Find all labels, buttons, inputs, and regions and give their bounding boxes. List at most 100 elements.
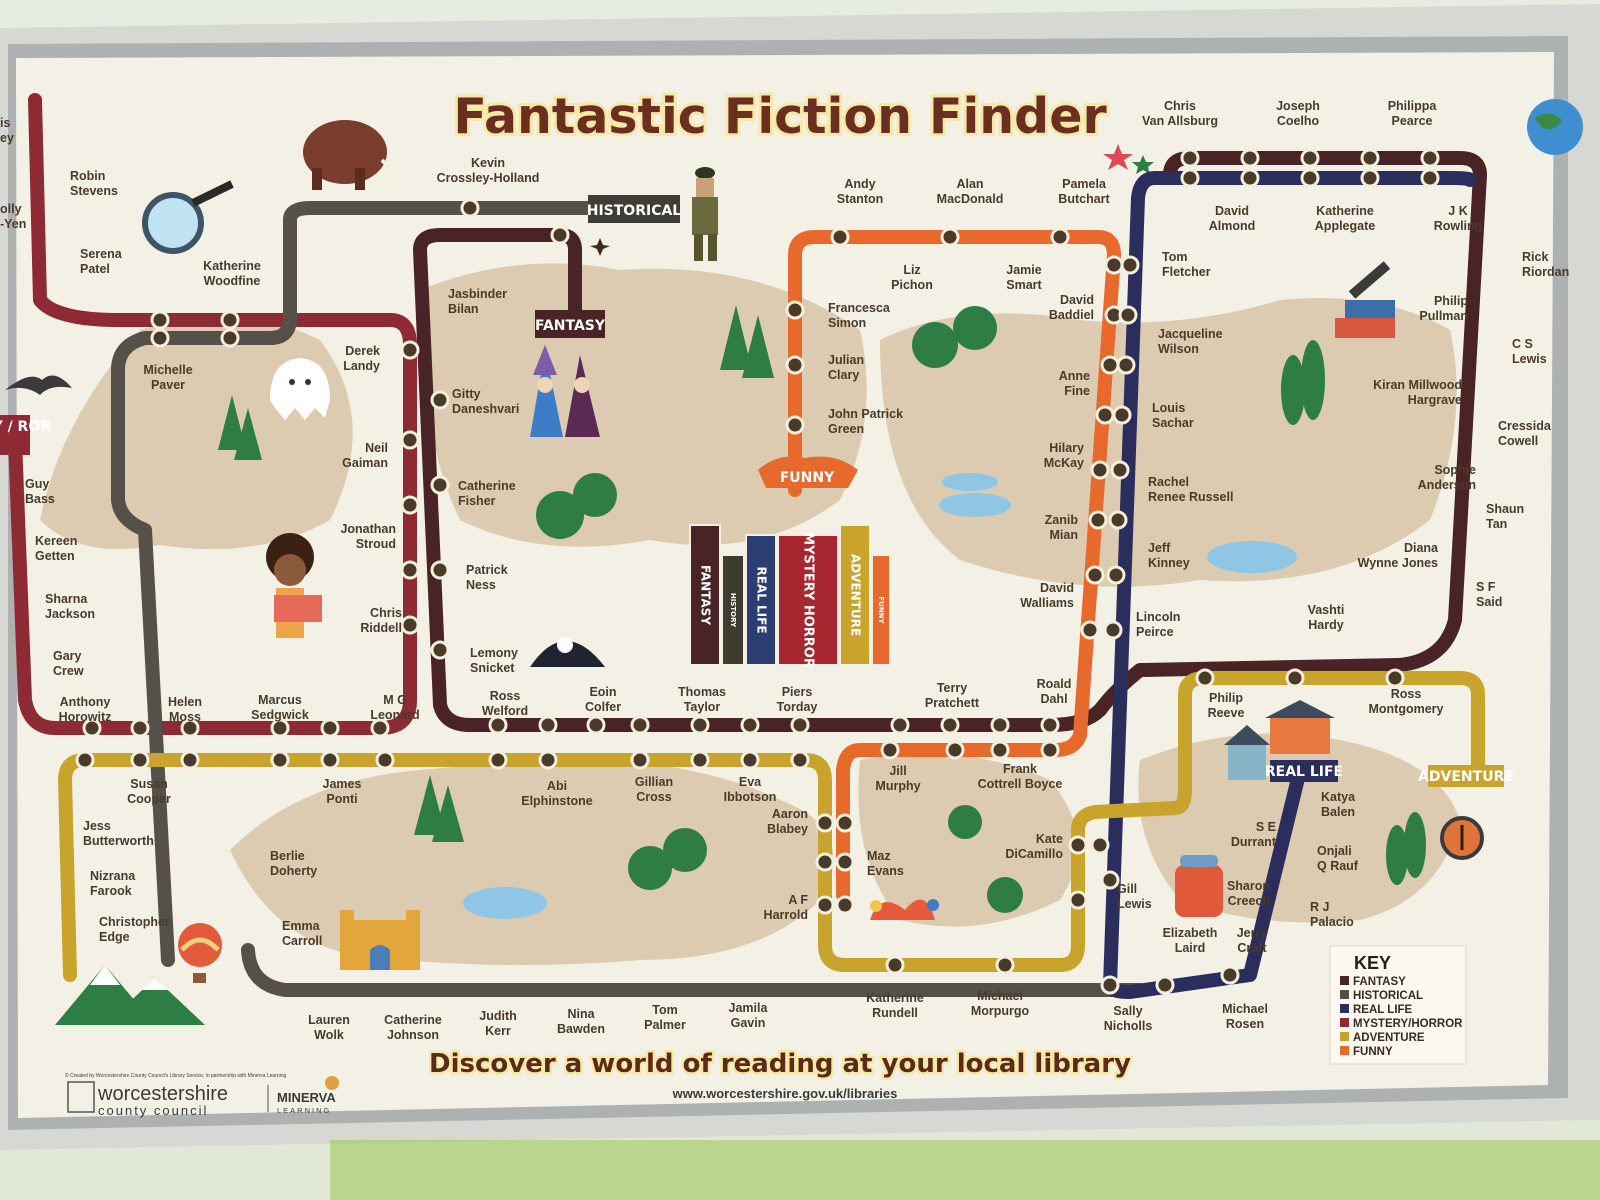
station-marker[interactable] [630,715,650,735]
station-marker[interactable] [82,718,102,738]
station-marker[interactable] [130,750,150,770]
station-marker[interactable] [940,715,960,735]
station-marker[interactable] [690,750,710,770]
line-tag-historical[interactable]: HISTORICAL [587,195,682,223]
station-marker[interactable] [1240,148,1260,168]
station-marker[interactable] [830,227,850,247]
station-marker[interactable] [550,225,570,245]
station-marker[interactable] [1360,148,1380,168]
station-marker[interactable] [790,715,810,735]
station-marker[interactable] [400,430,420,450]
station-marker[interactable] [488,750,508,770]
station-marker[interactable] [1116,355,1136,375]
line-tag-funny[interactable]: FUNNY [758,456,858,489]
station-marker[interactable] [1300,148,1320,168]
station-marker[interactable] [400,560,420,580]
station-marker[interactable] [1285,668,1305,688]
station-marker[interactable] [1118,305,1138,325]
station-marker[interactable] [270,718,290,738]
station-marker[interactable] [460,198,480,218]
station-marker[interactable] [1095,405,1115,425]
station-marker[interactable] [1420,148,1440,168]
station-marker[interactable] [1300,168,1320,188]
station-marker[interactable] [1100,975,1120,995]
station-marker[interactable] [1100,355,1120,375]
station-marker[interactable] [945,740,965,760]
station-marker[interactable] [995,955,1015,975]
station-marker[interactable] [1068,835,1088,855]
station-marker[interactable] [1068,890,1088,910]
station-marker[interactable] [630,750,650,770]
station-marker[interactable] [320,750,340,770]
station-marker[interactable] [890,715,910,735]
website-link[interactable]: www.worcestershire.gov.uk/libraries [672,1086,898,1101]
station-marker[interactable] [1155,975,1175,995]
station-marker[interactable] [1106,565,1126,585]
station-marker[interactable] [370,718,390,738]
station-marker[interactable] [835,852,855,872]
station-marker[interactable] [785,355,805,375]
station-marker[interactable] [1420,168,1440,188]
station-marker[interactable] [940,227,960,247]
station-marker[interactable] [220,310,240,330]
station-marker[interactable] [835,813,855,833]
station-marker[interactable] [880,740,900,760]
station-marker[interactable] [1088,510,1108,530]
station-marker[interactable] [1050,227,1070,247]
station-marker[interactable] [740,750,760,770]
station-marker[interactable] [180,750,200,770]
station-marker[interactable] [586,715,606,735]
station-marker[interactable] [740,715,760,735]
station-marker[interactable] [270,750,290,770]
station-marker[interactable] [1120,255,1140,275]
station-marker[interactable] [400,340,420,360]
line-tag-adventure[interactable]: ADVENTURE [1418,765,1514,787]
station-marker[interactable] [1180,168,1200,188]
station-marker[interactable] [885,955,905,975]
station-marker[interactable] [430,475,450,495]
station-marker[interactable] [1104,255,1124,275]
station-marker[interactable] [220,328,240,348]
station-marker[interactable] [538,750,558,770]
station-marker[interactable] [430,640,450,660]
station-marker[interactable] [400,615,420,635]
station-marker[interactable] [1040,715,1060,735]
line-tag-fantasy[interactable]: FANTASY [535,310,606,338]
station-marker[interactable] [1110,460,1130,480]
station-marker[interactable] [1220,965,1240,985]
station-marker[interactable] [1112,405,1132,425]
station-marker[interactable] [400,495,420,515]
station-marker[interactable] [1180,148,1200,168]
line-tag-mystery-horror[interactable]: ERY / ROR [0,415,51,455]
station-marker[interactable] [488,715,508,735]
station-marker[interactable] [1360,168,1380,188]
station-marker[interactable] [790,750,810,770]
station-marker[interactable] [1080,620,1100,640]
station-marker[interactable] [1108,510,1128,530]
station-marker[interactable] [150,328,170,348]
station-marker[interactable] [1090,835,1110,855]
station-marker[interactable] [150,310,170,330]
station-marker[interactable] [1195,668,1215,688]
station-marker[interactable] [430,390,450,410]
station-marker[interactable] [430,560,450,580]
station-marker[interactable] [815,852,835,872]
station-marker[interactable] [180,718,200,738]
station-marker[interactable] [1240,168,1260,188]
station-marker[interactable] [815,895,835,915]
station-marker[interactable] [815,813,835,833]
station-marker[interactable] [990,740,1010,760]
station-marker[interactable] [690,715,710,735]
station-marker[interactable] [375,750,395,770]
station-marker[interactable] [538,715,558,735]
station-marker[interactable] [835,895,855,915]
station-marker[interactable] [1090,460,1110,480]
station-marker[interactable] [320,718,340,738]
station-marker[interactable] [1040,740,1060,760]
station-marker[interactable] [1385,668,1405,688]
station-marker[interactable] [785,300,805,320]
station-marker[interactable] [130,718,150,738]
station-marker[interactable] [785,415,805,435]
station-marker[interactable] [1100,870,1120,890]
line-tag-real-life[interactable]: REAL LIFE [1265,760,1343,782]
